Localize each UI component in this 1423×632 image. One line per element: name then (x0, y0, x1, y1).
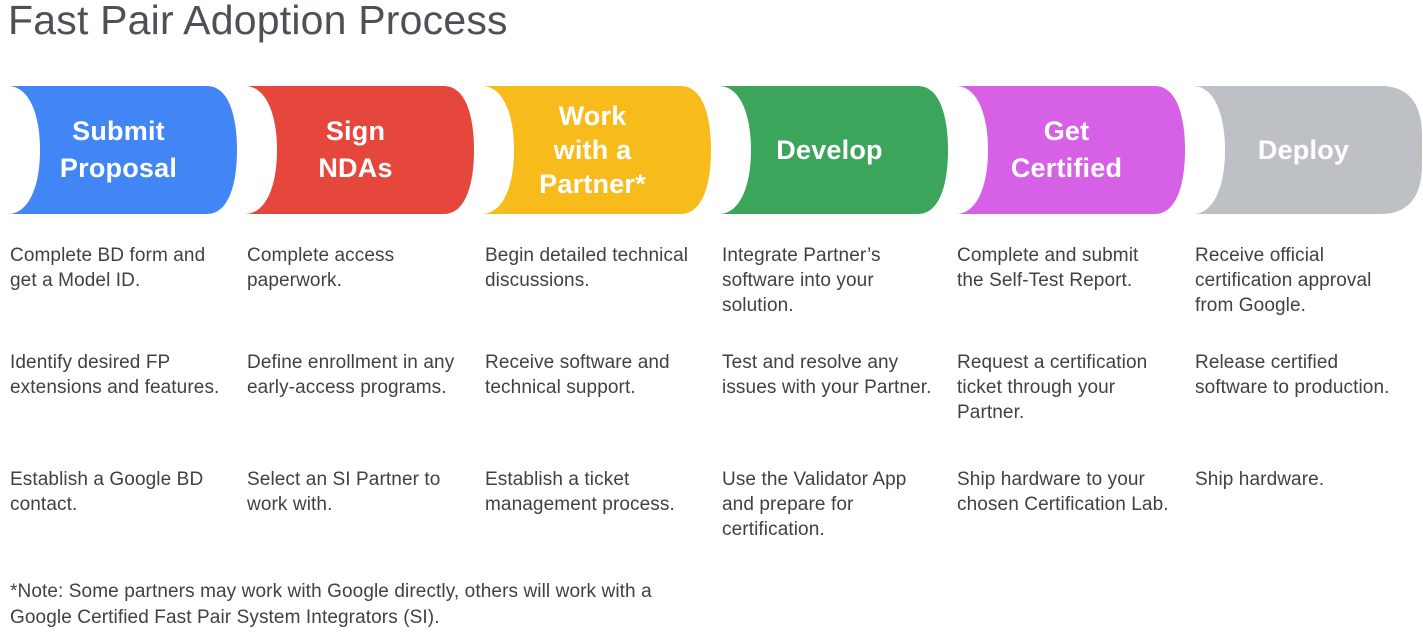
tasks-column-develop: Integrate Partner’s software into your s… (722, 0, 934, 632)
task-text: Establish a ticket management process. (485, 469, 675, 515)
stage-label: Get Certified (1010, 116, 1123, 183)
task-text: Complete and submit the Self-Test Report… (957, 245, 1139, 291)
stage-label: Deploy (1257, 134, 1350, 165)
stage-submit-proposal: Submit Proposal (0, 86, 237, 214)
task-text: Receive software and technical support. (485, 352, 670, 398)
stage-develop: Develop (711, 86, 948, 214)
task-text: Test and resolve any issues with your Pa… (722, 352, 932, 398)
stage-sign-ndas: Sign NDAs (237, 86, 474, 214)
stage-label: Work with a Partner* (539, 101, 646, 199)
stage-label: Sign NDAs (318, 116, 393, 183)
task-text: Request a certification ticket through y… (957, 352, 1148, 423)
task-text: Complete BD form and get a Model ID. (10, 245, 206, 291)
rounded-pill-shape (1193, 86, 1422, 214)
task-text: Complete access paperwork. (247, 245, 395, 291)
stage-shape-svg (482, 86, 711, 214)
tasks-column-work-with-partner: Begin detailed technical discussions. Re… (485, 0, 697, 632)
tasks-column-sign-ndas: Complete access paperwork. Define enroll… (247, 0, 459, 632)
footnote: *Note: Some partners may work with Googl… (10, 581, 652, 628)
tasks-column-deploy: Receive official certification approval … (1195, 0, 1407, 632)
chevron-pill-shape (956, 86, 1185, 214)
task-text: Begin detailed technical discussions. (485, 245, 689, 291)
task-text: Establish a Google BD contact. (10, 469, 204, 515)
chevron-pill-shape (719, 86, 948, 214)
stage-shape-svg (8, 86, 237, 214)
task-text: Ship hardware. (1195, 469, 1325, 490)
chevron-pill-shape (8, 86, 237, 214)
task-text: Use the Validator App and prepare for ce… (722, 469, 907, 540)
stage-get-certified: Get Certified (948, 86, 1185, 214)
stage-shape-svg (719, 86, 948, 214)
chevron-pill-shape (245, 86, 474, 214)
stage-deploy: Deploy (1185, 86, 1422, 214)
stage-shape-svg (1193, 86, 1422, 214)
tasks-column-get-certified: Complete and submit the Self-Test Report… (957, 0, 1169, 632)
task-text: Integrate Partner’s software into your s… (722, 245, 881, 316)
task-text: Define enrollment in any early-access pr… (247, 352, 455, 398)
stage-shape-svg (245, 86, 474, 214)
task-text: Identify desired FP extensions and featu… (10, 352, 220, 398)
stage-shape-svg (956, 86, 1185, 214)
chevron-pill-shape (482, 86, 711, 214)
stage-label: Submit Proposal (59, 116, 178, 183)
tasks-column-submit-proposal: Complete BD form and get a Model ID. Ide… (10, 0, 222, 632)
task-text: Ship hardware to your chosen Certificati… (957, 469, 1169, 515)
task-text: Release certified software to production… (1195, 352, 1390, 398)
stage-label: Develop (776, 134, 883, 165)
task-text: Select an SI Partner to work with. (247, 469, 441, 515)
stage-work-with-partner: Work with a Partner* (474, 86, 711, 214)
task-text: Receive official certification approval … (1195, 245, 1372, 316)
page-title: Fast Pair Adoption Process (8, 0, 508, 43)
